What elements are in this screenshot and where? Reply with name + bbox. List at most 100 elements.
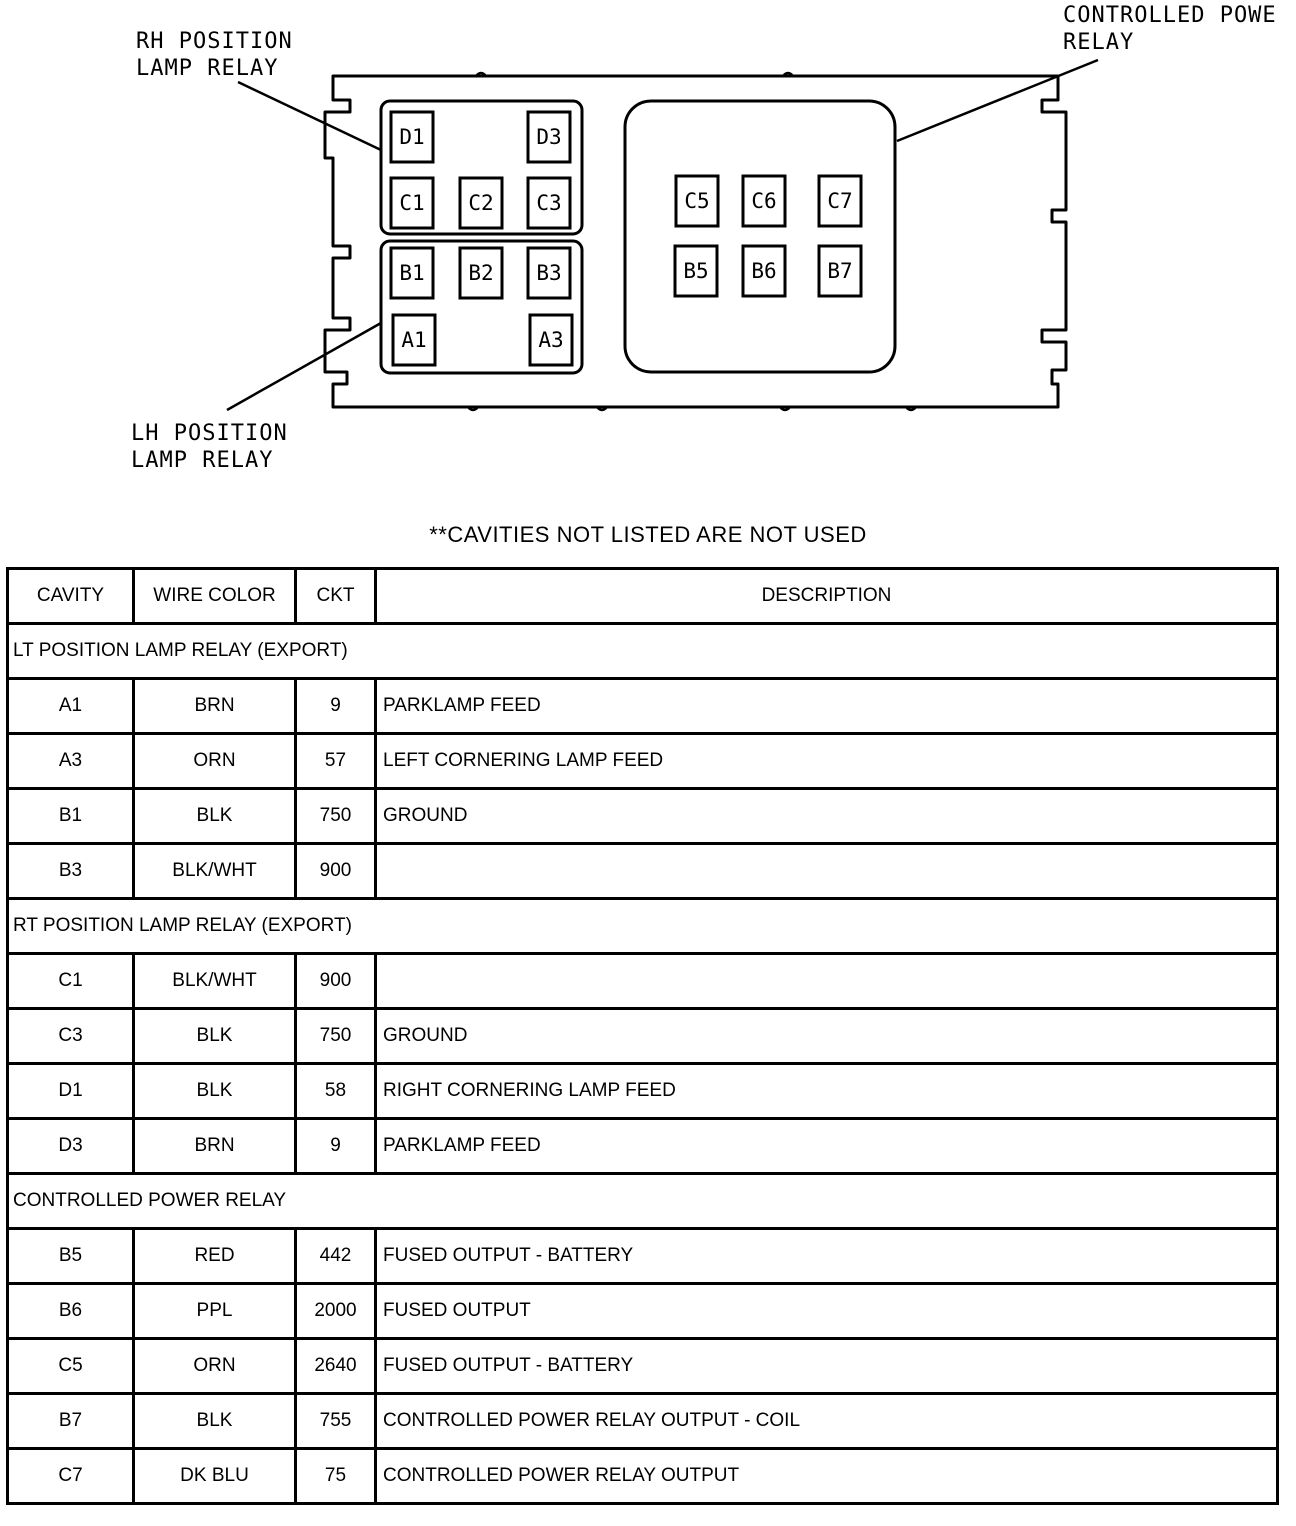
cell-ckt: 442: [294, 1227, 377, 1285]
cell-description: CONTROLLED POWER RELAY OUTPUT - COIL: [374, 1392, 1279, 1450]
cell-description: PARKLAMP FEED: [374, 1117, 1279, 1175]
svg-text:C1: C1: [399, 191, 424, 215]
section-title: RT POSITION LAMP RELAY (EXPORT): [6, 897, 1279, 955]
cell-wire-color: BLK/WHT: [132, 842, 297, 900]
cavity-c1: C1: [389, 176, 435, 230]
cavity-table: CAVITY WIRE COLOR CKT DESCRIPTION LT POS…: [6, 567, 1279, 1505]
lh-relay-body: [379, 239, 584, 375]
svg-text:B5: B5: [683, 259, 708, 283]
cell-cavity: C5: [6, 1337, 135, 1395]
svg-text:D1: D1: [399, 125, 424, 149]
cavity-c7: C7: [817, 174, 863, 228]
svg-text:C3: C3: [536, 191, 561, 215]
cell-wire-color: DK BLU: [132, 1447, 297, 1505]
cavity-b5: B5: [673, 244, 719, 298]
cell-description: LEFT CORNERING LAMP FEED: [374, 732, 1279, 790]
cell-ckt: 9: [294, 1117, 377, 1175]
svg-text:B1: B1: [399, 261, 424, 285]
cell-cavity: D3: [6, 1117, 135, 1175]
svg-text:A3: A3: [538, 328, 563, 352]
cell-cavity: B6: [6, 1282, 135, 1340]
cavity-c2: C2: [458, 176, 504, 230]
cell-wire-color: BLK: [132, 787, 297, 845]
svg-text:B7: B7: [827, 259, 852, 283]
cavity-c6: C6: [741, 174, 787, 228]
header-wire-color: WIRE COLOR: [132, 567, 297, 625]
cell-ckt: 2640: [294, 1337, 377, 1395]
cell-wire-color: BRN: [132, 677, 297, 735]
cavity-d1: D1: [389, 110, 435, 164]
cell-cavity: B1: [6, 787, 135, 845]
cell-wire-color: BLK: [132, 1007, 297, 1065]
cavity-c3: C3: [526, 176, 572, 230]
header-cavity: CAVITY: [6, 567, 135, 625]
cell-ckt: 900: [294, 952, 377, 1010]
svg-text:C2: C2: [468, 191, 493, 215]
cell-description: GROUND: [374, 787, 1279, 845]
svg-text:B6: B6: [751, 259, 776, 283]
cell-wire-color: RED: [132, 1227, 297, 1285]
cavity-a1: A1: [391, 313, 437, 367]
cell-cavity: D1: [6, 1062, 135, 1120]
relay-block-diagram: D1 D3 C1 C2 C3 B1 B2 B3 A1 A3 C5 C6 C7 B…: [226, 58, 1099, 412]
cell-wire-color: BLK: [132, 1062, 297, 1120]
relay-block-outline: [323, 74, 1068, 409]
cell-ckt: 900: [294, 842, 377, 900]
section-header-row: CONTROLLED POWER RELAY: [6, 1172, 1279, 1230]
cell-cavity: C7: [6, 1447, 135, 1505]
svg-text:C7: C7: [827, 189, 852, 213]
cell-ckt: 750: [294, 787, 377, 845]
cell-description: [374, 952, 1279, 1010]
cell-cavity: A1: [6, 677, 135, 735]
cell-ckt: 9: [294, 677, 377, 735]
leader-lines: [226, 58, 1099, 412]
cell-wire-color: ORN: [132, 1337, 297, 1395]
cell-wire-color: BLK/WHT: [132, 952, 297, 1010]
rh-relay-callout-line2: LAMP RELAY: [136, 56, 279, 81]
svg-text:B2: B2: [468, 261, 493, 285]
svg-text:C5: C5: [684, 189, 709, 213]
cell-wire-color: BRN: [132, 1117, 297, 1175]
cavity-c5: C5: [674, 174, 720, 228]
table-header-row: CAVITY WIRE COLOR CKT DESCRIPTION: [6, 567, 1279, 625]
cell-description: FUSED OUTPUT - BATTERY: [374, 1337, 1279, 1395]
cavity-a3: A3: [528, 313, 574, 367]
cell-cavity: B7: [6, 1392, 135, 1450]
cell-description: RIGHT CORNERING LAMP FEED: [374, 1062, 1279, 1120]
cell-ckt: 58: [294, 1062, 377, 1120]
section-title: CONTROLLED POWER RELAY: [6, 1172, 1279, 1230]
rh-relay-body: [379, 99, 584, 236]
controlled-power-relay-body: [623, 99, 897, 374]
cell-description: FUSED OUTPUT: [374, 1282, 1279, 1340]
cell-description: [374, 842, 1279, 900]
section-header-row: LT POSITION LAMP RELAY (EXPORT): [6, 622, 1279, 680]
rh-relay-cavities: D1 D3 C1 C2 C3: [389, 110, 572, 230]
cell-ckt: 2000: [294, 1282, 377, 1340]
cell-cavity: C1: [6, 952, 135, 1010]
cell-cavity: C3: [6, 1007, 135, 1065]
section-header-row: RT POSITION LAMP RELAY (EXPORT): [6, 897, 1279, 955]
svg-text:A1: A1: [401, 328, 426, 352]
housing-bumps: [467, 71, 917, 412]
cavity-b6: B6: [741, 244, 787, 298]
cell-description: CONTROLLED POWER RELAY OUTPUT: [374, 1447, 1279, 1505]
cell-cavity: B5: [6, 1227, 135, 1285]
lh-relay-cavities: B1 B2 B3 A1 A3: [389, 246, 574, 367]
cell-cavity: A3: [6, 732, 135, 790]
cell-ckt: 750: [294, 1007, 377, 1065]
header-ckt: CKT: [294, 567, 377, 625]
cavity-b3: B3: [526, 246, 572, 300]
controlled-power-relay-callout-line1: CONTROLLED POWE: [1063, 3, 1277, 28]
